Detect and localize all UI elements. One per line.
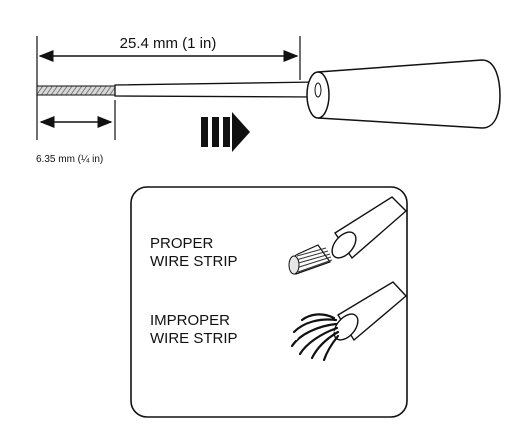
- improper-wire-illustration: [290, 281, 408, 362]
- proper-label-line2: WIRE STRIP: [150, 253, 238, 270]
- stripped-conductor: [36, 85, 116, 96]
- triple-arrow-icon: [201, 112, 250, 152]
- insulated-wire: [114, 81, 319, 98]
- improper-label-line1: IMPROPER: [150, 312, 230, 329]
- strip-length-label: 6.35 mm (¼ in): [36, 153, 103, 165]
- overall-length-label: 25.4 mm (1 in): [120, 35, 217, 52]
- cable-tube: [306, 59, 501, 129]
- strip-examples-box: PROPER WIRE STRIP IMPROPER WIRE STRIP: [130, 186, 408, 418]
- improper-label-line2: WIRE STRIP: [150, 330, 238, 347]
- proper-wire-illustration: [288, 196, 408, 275]
- dimension-diagram: 25.4 mm (1 in) 6.35 mm (¼ in): [36, 35, 501, 165]
- proper-label-line1: PROPER: [150, 235, 214, 252]
